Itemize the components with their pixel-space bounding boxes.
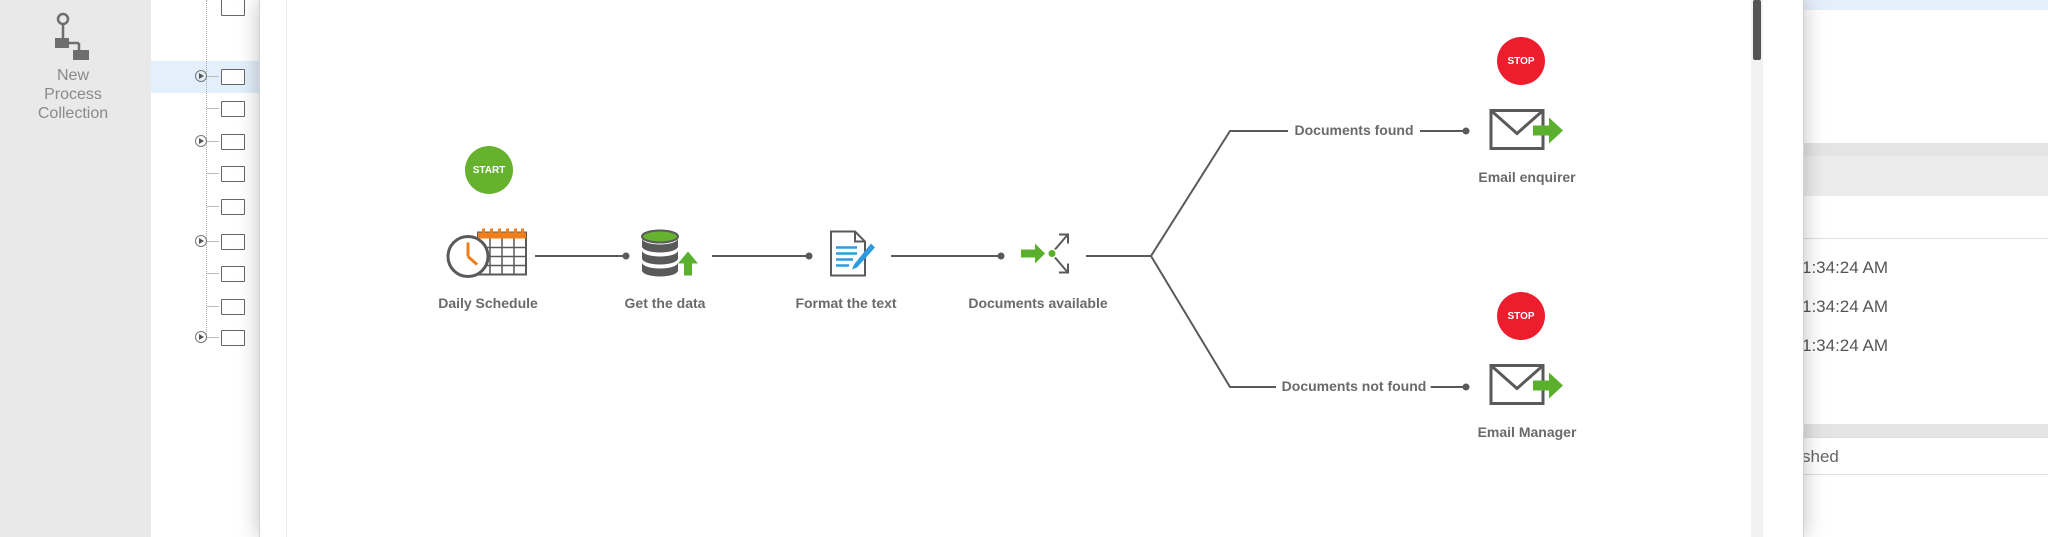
daily-schedule-node[interactable]	[446, 228, 530, 284]
new-process-collection-label: New Process Collection	[37, 67, 109, 122]
workflow-preview-modal: START Daily Schedule Get	[259, 0, 1804, 537]
tree-item[interactable]	[195, 196, 259, 218]
send-email-icon	[1489, 364, 1563, 405]
selected-row-strip	[1802, 0, 2048, 10]
stop-badge: STOP	[1497, 292, 1545, 340]
divider	[1802, 424, 2048, 437]
node-label-daily-schedule: Daily Schedule	[438, 295, 538, 311]
timestamp: 1:34:24 AM	[1802, 336, 1889, 355]
folder-icon	[221, 199, 245, 215]
new-process-collection-button[interactable]: New Process Collection	[18, 12, 128, 123]
process-collection-icon	[55, 12, 89, 60]
folder-icon	[221, 166, 245, 182]
vertical-scrollbar[interactable]	[1751, 0, 1763, 537]
start-badge: START	[465, 146, 513, 194]
section-header	[1802, 156, 2048, 196]
stop-badge: STOP	[1497, 37, 1545, 85]
folder-icon	[221, 101, 245, 117]
node-label-email-enquirer: Email enquirer	[1478, 169, 1576, 185]
branch-label-documents-not-found: Documents not found	[1277, 378, 1431, 394]
tree-item[interactable]	[195, 0, 259, 22]
folder-icon	[221, 69, 245, 85]
tree-item[interactable]	[195, 296, 259, 318]
divider	[1802, 238, 2048, 239]
format-the-text-node[interactable]	[827, 230, 877, 283]
tree-item[interactable]	[195, 263, 259, 285]
database-upload-icon	[641, 229, 698, 277]
status-field[interactable]: shed	[1802, 437, 2048, 475]
details-panel: 1:34:24 AM 1:34:24 AM 1:34:24 AM shed	[1802, 0, 2048, 537]
timestamp: 1:34:24 AM	[1802, 297, 1889, 316]
app-sidebar: New Process Collection	[0, 0, 151, 537]
process-tree	[151, 0, 259, 537]
folder-icon	[221, 0, 245, 16]
tree-item[interactable]	[195, 131, 259, 153]
documents-available-node[interactable]	[1019, 232, 1075, 281]
status-value: shed	[1802, 447, 1839, 466]
send-email-icon	[1489, 109, 1563, 150]
decision-split-icon	[1021, 233, 1069, 274]
expand-icon[interactable]	[195, 135, 207, 147]
tree-item[interactable]	[195, 231, 259, 253]
divider	[1802, 143, 2048, 156]
expand-icon[interactable]	[195, 70, 207, 82]
timestamp: 1:34:24 AM	[1802, 258, 1889, 277]
expand-icon[interactable]	[195, 235, 207, 247]
clock-calendar-icon	[446, 228, 527, 278]
folder-icon	[221, 134, 245, 150]
folder-icon	[221, 266, 245, 282]
branch-label-documents-found: Documents found	[1290, 122, 1418, 138]
node-label-get-the-data: Get the data	[624, 295, 706, 311]
document-edit-icon	[830, 230, 875, 277]
tree-item[interactable]	[195, 66, 259, 88]
node-label-documents-available: Documents available	[968, 295, 1108, 311]
expand-icon[interactable]	[195, 331, 207, 343]
tree-item[interactable]	[195, 327, 259, 349]
scrollbar-thumb[interactable]	[1753, 0, 1761, 60]
tree-item[interactable]	[195, 98, 259, 120]
folder-icon	[221, 299, 245, 315]
folder-icon	[221, 234, 245, 250]
tree-item[interactable]	[195, 163, 259, 185]
get-the-data-node[interactable]	[640, 229, 700, 283]
tree-guide-line	[206, 0, 207, 340]
workflow-connectors	[535, 127, 1470, 391]
folder-icon	[221, 330, 245, 346]
email-enquirer-node[interactable]	[1487, 108, 1567, 159]
node-label-email-manager: Email Manager	[1477, 424, 1577, 440]
email-manager-node[interactable]	[1487, 363, 1567, 414]
node-label-format-the-text: Format the text	[795, 295, 897, 311]
